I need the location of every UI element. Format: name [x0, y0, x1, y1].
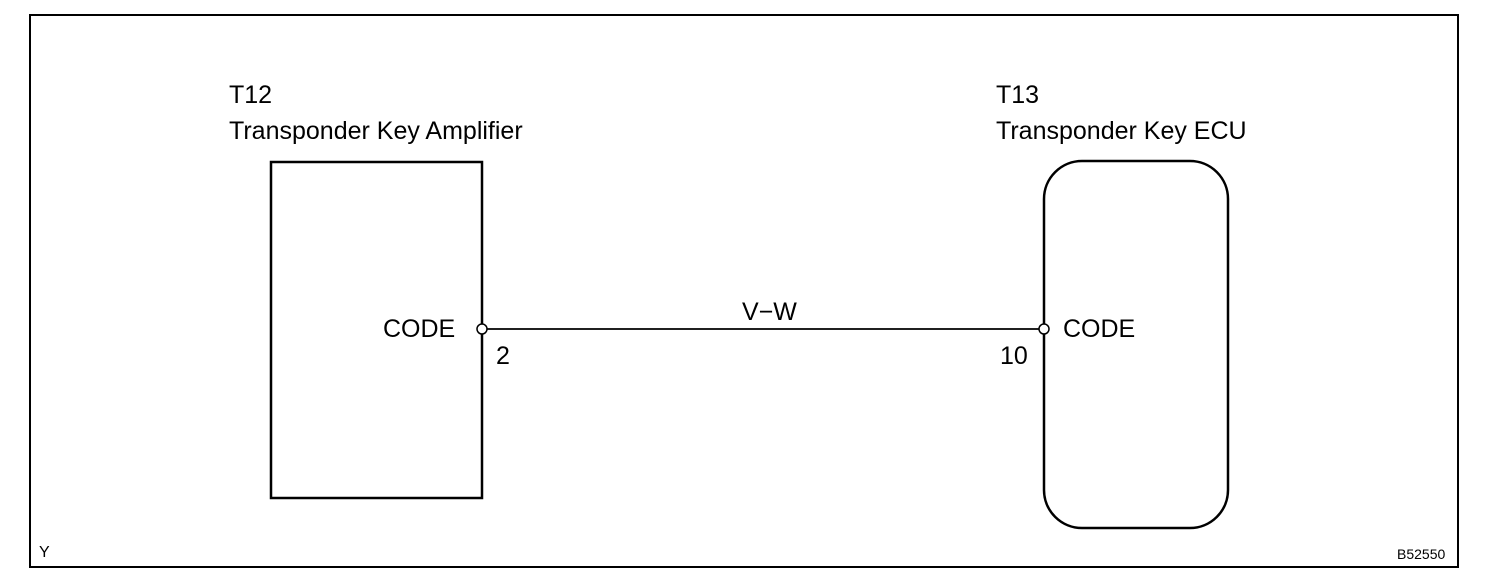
- diagram-frame: [29, 14, 1459, 568]
- ecu-terminal: [1038, 323, 1050, 335]
- amplifier-code: T12: [229, 81, 273, 109]
- ecu-box: [1042, 159, 1230, 530]
- wire-color-label: V−W: [742, 298, 797, 326]
- ecu-name: Transponder Key ECU: [996, 117, 1247, 145]
- ecu-code: T13: [996, 81, 1040, 109]
- amplifier-name: Transponder Key Amplifier: [229, 117, 523, 145]
- ecu-pin-number: 10: [1000, 342, 1028, 370]
- ecu-terminal-label: CODE: [1063, 315, 1136, 343]
- amplifier-terminal: [476, 323, 488, 335]
- corner-mark-y: Y: [39, 544, 50, 561]
- figure-id: B52550: [1397, 546, 1446, 562]
- amplifier-pin-number: 2: [496, 342, 510, 370]
- amplifier-terminal-label: CODE: [383, 315, 456, 343]
